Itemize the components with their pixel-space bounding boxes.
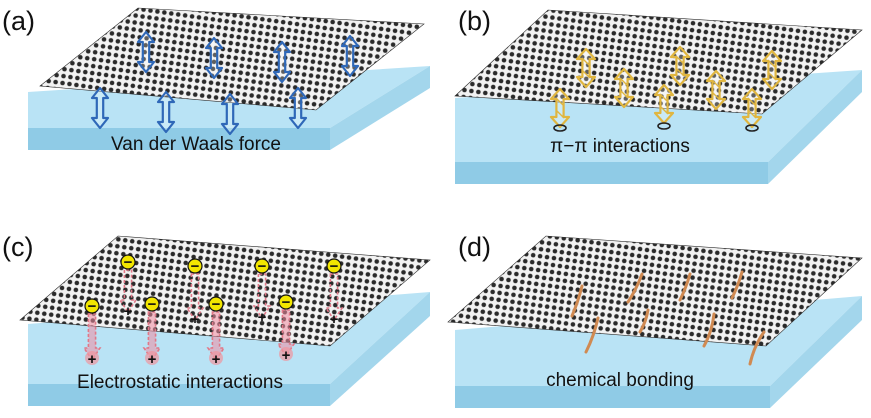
panel-a-caption: Van der Waals force <box>111 134 281 155</box>
vdw-arrow <box>220 92 240 136</box>
aromatic-ring <box>553 124 567 132</box>
covalent-bond <box>730 270 744 300</box>
covalent-bond <box>638 308 650 334</box>
pi-pi-arrow <box>741 87 763 129</box>
negative-charge: − <box>258 258 267 275</box>
substrate-side-face <box>768 70 862 184</box>
electrostatic-pair: −+ <box>142 296 162 368</box>
covalent-bond <box>678 272 692 302</box>
substrate-front-face <box>455 162 768 184</box>
negative-charge: − <box>282 294 291 311</box>
substrate-front-face <box>455 386 770 408</box>
vdw-arrow <box>90 86 110 130</box>
covalent-bond <box>570 284 584 318</box>
negative-charge: − <box>148 296 157 313</box>
substrate-front-face <box>28 384 330 406</box>
electrostatic-pair: −+ <box>206 296 226 368</box>
substrate-side-face <box>770 296 862 408</box>
substrate-front-face <box>28 128 330 150</box>
panel-d-caption: chemical bonding <box>546 370 694 391</box>
panel-c: −+ −+ −+ −+ −+ −+ −+ −+ Electrostatic in… <box>2 232 431 406</box>
positive-charge: + <box>258 309 267 326</box>
panel-a: Van der Waals force (a) <box>2 6 430 155</box>
pi-pi-arrow <box>613 67 635 109</box>
pi-pi-arrow <box>549 87 571 129</box>
electrostatic-pairs: −+ −+ −+ −+ −+ −+ −+ −+ <box>82 254 344 368</box>
vdw-arrow <box>136 30 156 74</box>
aromatic-ring <box>657 122 671 130</box>
negative-charge: − <box>330 258 339 275</box>
negative-charge: − <box>212 296 221 313</box>
positive-charge: + <box>282 347 291 364</box>
positive-charge: + <box>124 303 133 320</box>
negative-charge: − <box>124 254 133 271</box>
aromatic-ring <box>745 124 759 132</box>
electrostatic-pair: −+ <box>118 254 138 320</box>
pi-pi-arrow <box>669 45 691 87</box>
positive-charge: + <box>212 351 221 368</box>
panel-b: π−π interactions (b) <box>454 6 863 184</box>
positive-charge: + <box>88 351 97 368</box>
panel-a-label: (a) <box>2 6 35 36</box>
pi-pi-arrows <box>549 45 783 129</box>
positive-charge: + <box>191 311 200 328</box>
panel-d: chemical bonding (d) <box>447 232 863 408</box>
vdw-arrow <box>288 86 308 130</box>
substrate-side-face <box>330 292 430 406</box>
positive-charge: + <box>148 351 157 368</box>
pi-pi-arrow <box>761 49 783 91</box>
electrostatic-pair: −+ <box>324 258 344 328</box>
vdw-arrow <box>156 90 176 134</box>
panel-b-caption: π−π interactions <box>550 136 690 157</box>
electrostatic-pair: −+ <box>252 258 272 326</box>
chemical-bonds <box>570 270 766 366</box>
substrate-rings <box>553 122 759 132</box>
negative-charge: − <box>191 258 200 275</box>
panel-c-label: (c) <box>2 232 33 262</box>
negative-charge: − <box>88 298 97 315</box>
electrostatic-pair: −+ <box>276 294 296 364</box>
substrate-side-face <box>330 66 430 150</box>
electrostatic-pair: −+ <box>185 258 205 328</box>
positive-charge: + <box>330 311 339 328</box>
vdw-arrows <box>90 30 360 136</box>
panel-c-caption: Electrostatic interactions <box>77 372 283 393</box>
covalent-bond <box>702 312 716 348</box>
covalent-bond <box>748 330 766 366</box>
pi-pi-arrow <box>705 69 727 111</box>
electrostatic-pair: −+ <box>82 298 102 368</box>
graphene-sheet <box>447 235 863 347</box>
vdw-arrow <box>340 34 360 78</box>
vdw-arrow <box>272 40 292 84</box>
pi-pi-arrow <box>575 47 597 89</box>
covalent-bond <box>584 316 600 354</box>
covalent-bond <box>626 272 644 304</box>
panel-d-label: (d) <box>458 232 491 262</box>
panel-b-label: (b) <box>458 6 491 36</box>
vdw-arrow <box>204 36 224 80</box>
